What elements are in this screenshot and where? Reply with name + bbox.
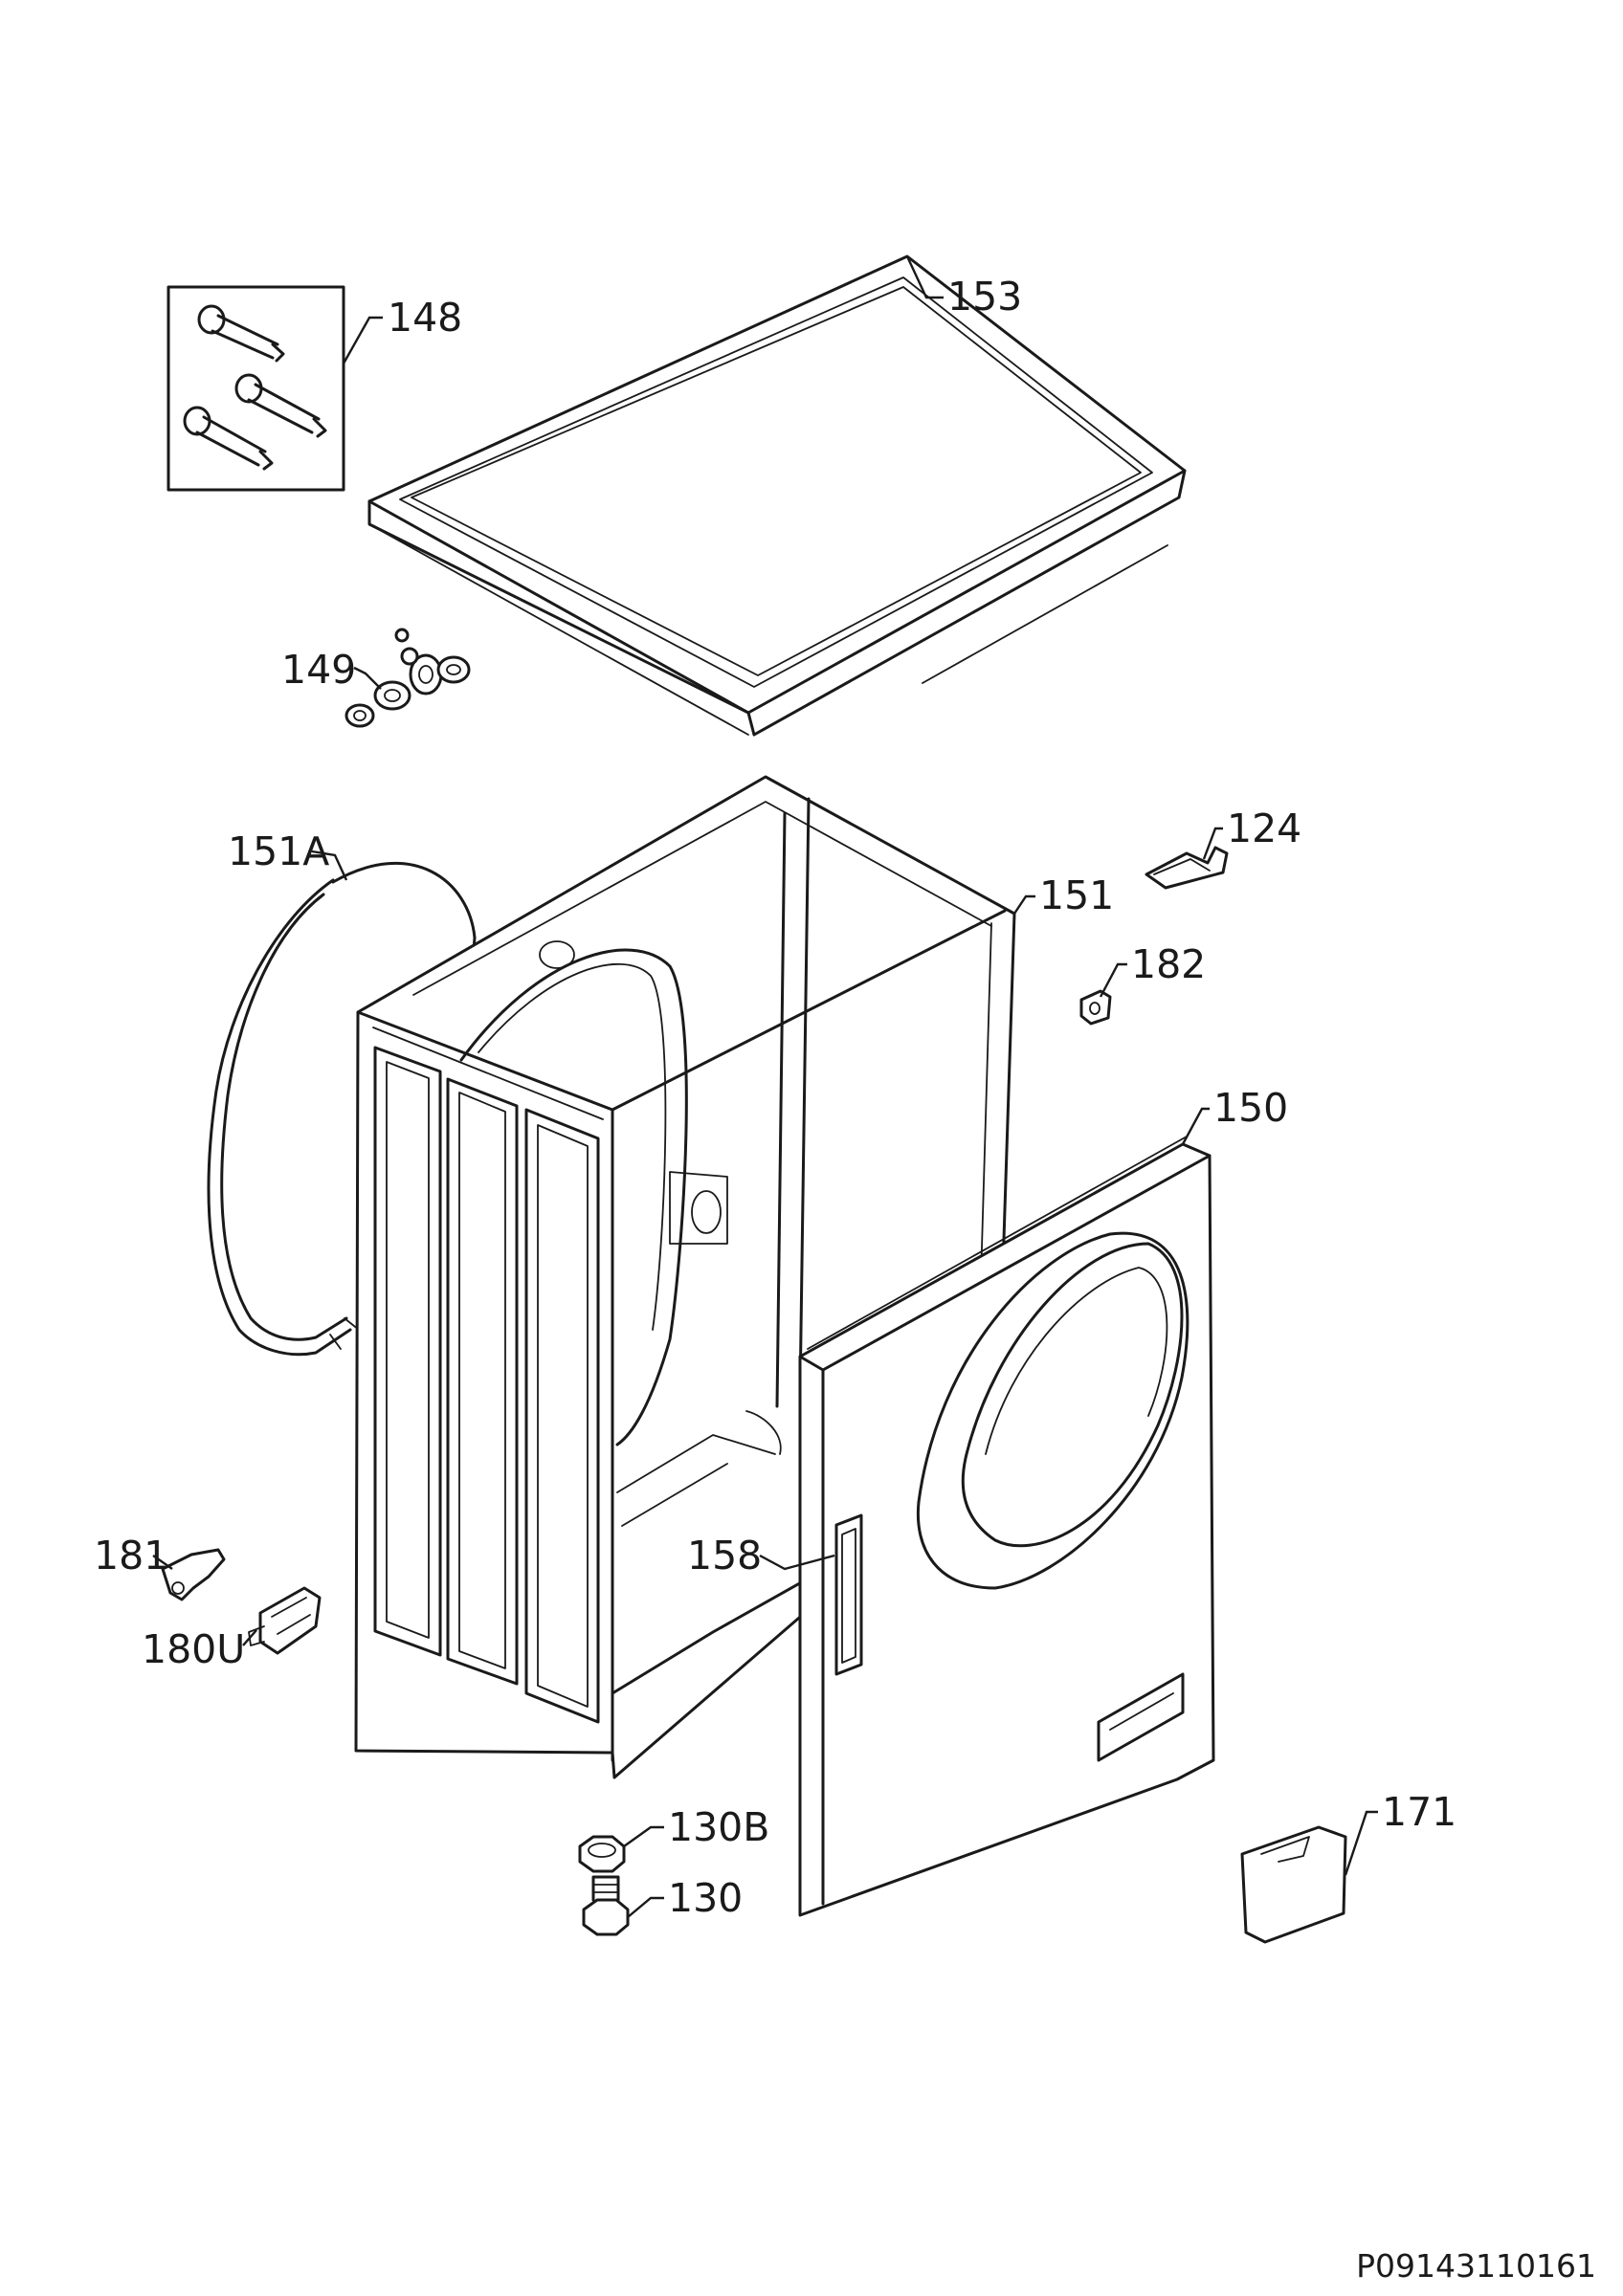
label-153: 153: [947, 274, 1022, 320]
transit-bolt-icon: [197, 304, 285, 363]
part-181-sensor: [161, 1548, 226, 1601]
leader-lines: [152, 255, 1378, 1918]
part-130-foot: [582, 1875, 630, 1936]
label-182: 182: [1131, 941, 1206, 987]
part-171-flap-cover: [1240, 1825, 1347, 1944]
part-148-transit-bolts: [167, 285, 345, 492]
label-130B: 130B: [668, 1804, 769, 1850]
label-150: 150: [1213, 1085, 1288, 1131]
label-181: 181: [94, 1533, 168, 1578]
part-153-top-panel: [367, 254, 1187, 737]
label-151: 151: [1039, 872, 1114, 918]
label-171: 171: [1382, 1789, 1456, 1835]
label-148: 148: [388, 295, 462, 341]
transit-bolt-icon: [234, 373, 327, 438]
label-149: 149: [281, 647, 356, 693]
part-150-front-panel: [798, 1136, 1215, 1917]
part-130B-nut: [578, 1835, 626, 1873]
label-180U: 180U: [142, 1626, 245, 1672]
drawing-code: P09143110161: [1356, 2247, 1596, 2285]
callout-labels: 148 153 149 151A 124 151 182 150 181 158…: [94, 274, 1456, 1921]
label-158: 158: [687, 1533, 762, 1578]
part-180U-connector: [248, 1586, 322, 1655]
part-182-switch: [1079, 989, 1112, 1026]
label-124: 124: [1227, 806, 1301, 851]
part-149-seals: [345, 628, 471, 728]
part-151A-gasket-ring: [207, 862, 477, 1357]
label-151A: 151A: [228, 828, 329, 874]
transit-bolt-icon: [183, 406, 274, 471]
part-124-bracket: [1145, 846, 1229, 890]
label-130: 130: [668, 1875, 743, 1921]
